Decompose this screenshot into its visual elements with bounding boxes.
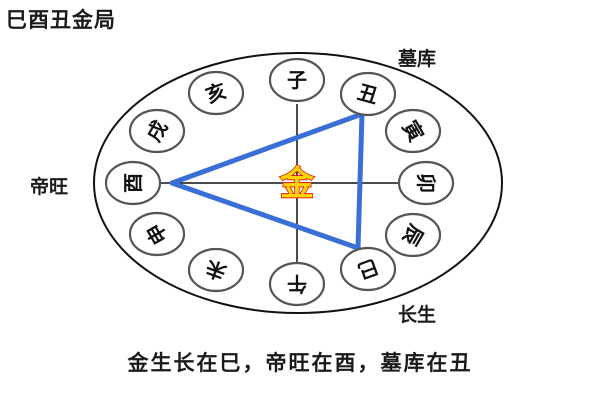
diagram-title: 巳酉丑金局 [6,8,116,32]
label-tomb: 墓库 [398,48,437,70]
branch-2: 丑 [339,71,397,117]
branch-circle [128,108,186,154]
caption: 金生长在巳，帝旺在酉，墓库在丑 [127,351,473,375]
branch-12: 亥 [187,70,245,116]
branch-7: 午 [268,261,326,307]
branch-11: 戌 [128,108,186,154]
branch-label: 卯 [414,173,438,193]
branch-circle [268,261,326,307]
branch-circle [128,211,186,257]
branch-circle [339,246,397,292]
branch-circle [268,57,326,103]
branch-circle [339,71,397,117]
branch-label: 子 [287,68,307,92]
branch-5: 辰 [384,212,442,258]
branch-circle [187,247,245,293]
branch-label: 午 [287,272,307,296]
branch-circle [384,108,442,154]
branch-3: 寅 [384,108,442,154]
center-element-metal: 金 [279,164,315,204]
branch-circle [104,160,162,206]
outer-ring [93,52,503,314]
branch-circle [397,160,455,206]
branch-1: 子 [268,57,326,103]
label-peak: 帝旺 [30,176,69,198]
branch-label: 酉 [121,173,145,193]
branch-9: 申 [128,211,186,257]
branch-10: 酉 [104,160,162,206]
metal-triangle [169,111,365,251]
label-birth: 长生 [398,304,437,326]
branch-circle [187,70,245,116]
branch-4: 卯 [397,160,455,206]
branch-6: 巳 [339,246,397,292]
branch-circle [384,212,442,258]
branch-8: 未 [187,247,245,293]
